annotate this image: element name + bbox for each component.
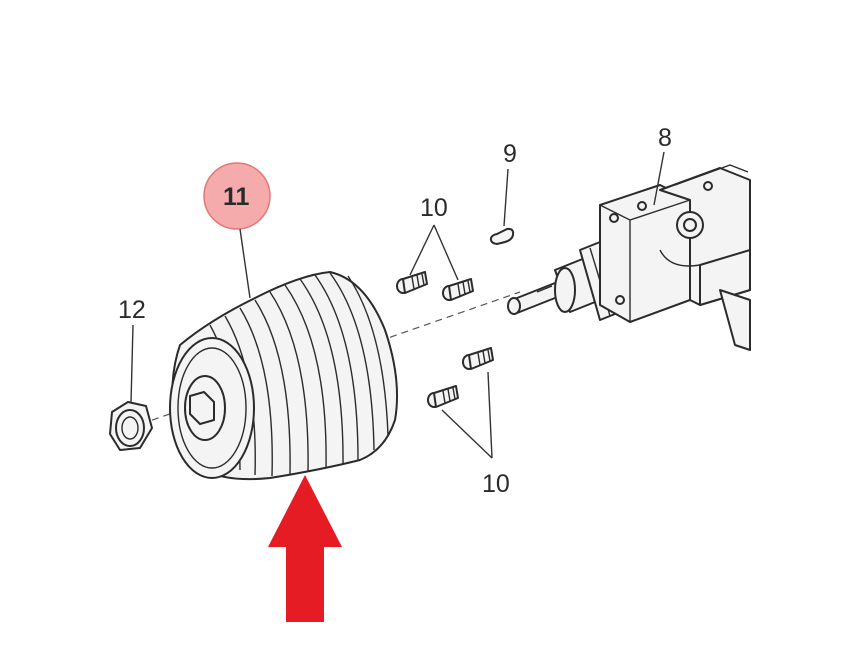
callout-11: 11	[223, 183, 250, 211]
leader-9	[503, 168, 509, 227]
bolts-10-top	[396, 271, 474, 301]
callout-10-bottom: 10	[482, 470, 510, 498]
steering-column-assembly	[507, 164, 751, 351]
callout-12: 12	[118, 296, 146, 324]
highlight-circle-11	[203, 162, 271, 230]
nut-12	[109, 401, 153, 451]
callout-9: 9	[503, 140, 517, 168]
callout-8: 8	[658, 124, 672, 152]
arrow-up-icon	[268, 475, 342, 622]
leader-12	[130, 324, 134, 404]
leader-11	[239, 228, 251, 299]
pin-9	[489, 227, 515, 245]
bellows-boot-11	[169, 271, 399, 481]
leader-10-bottom	[441, 371, 493, 459]
bolts-10-bottom	[427, 347, 494, 408]
callout-10-top: 10	[420, 194, 448, 222]
leader-8	[653, 151, 665, 206]
assembly-axis	[117, 291, 521, 433]
leader-10-top	[409, 224, 459, 281]
